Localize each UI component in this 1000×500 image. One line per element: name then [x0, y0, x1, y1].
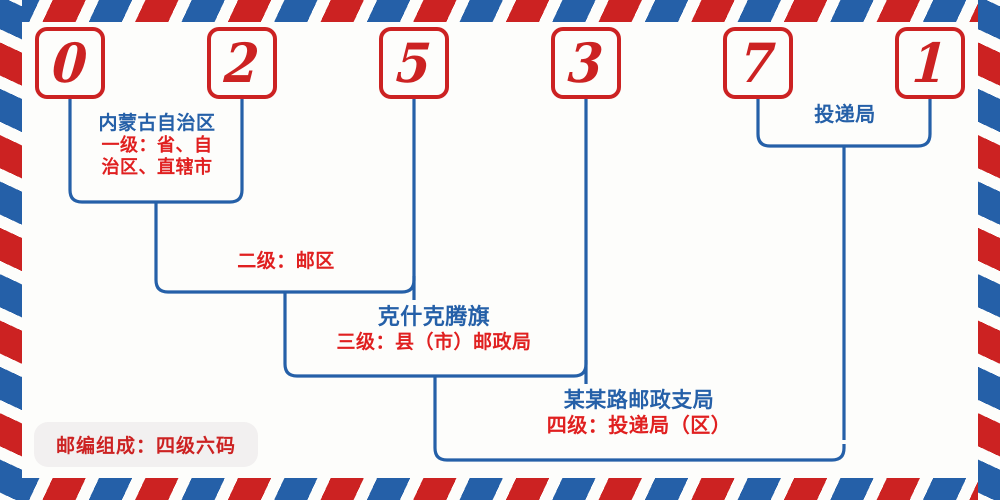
footer-summary-badge: 邮编组成：四级六码 [34, 422, 259, 467]
digit-box-1: 0 [35, 27, 105, 99]
bracket-level-2 [154, 276, 416, 294]
bracket-level-1 [68, 186, 244, 204]
level-3-name: 克什克腾旗 [377, 304, 491, 329]
digit-box-2: 2 [207, 27, 277, 99]
top-label-text: 投递局 [814, 104, 876, 126]
digit-box-6: 1 [895, 27, 965, 99]
level-4-desc: 四级：投递局（区） [546, 414, 732, 437]
top-label-delivery-office: 投递局 [760, 103, 930, 127]
digit-value-2: 2 [222, 31, 262, 95]
bracket-level-3 [283, 360, 588, 378]
digit-box-5: 7 [723, 27, 793, 99]
digit-value-3: 5 [394, 31, 434, 95]
level-2-group: 二级：邮区 [166, 250, 406, 273]
level-1-desc-line1: 一级：省、自 [101, 135, 213, 156]
level-4-name: 某某路邮政支局 [563, 389, 715, 412]
digit-value-5: 7 [738, 31, 778, 95]
level-3-desc: 三级：县（市）邮政局 [336, 331, 532, 353]
digit-box-4: 3 [551, 27, 621, 99]
level-1-desc-line2: 治区、直辖市 [101, 157, 213, 178]
level-1-name: 内蒙古自治区 [98, 113, 216, 134]
digit-value-4: 3 [566, 31, 606, 95]
bracket-level-4 [433, 444, 846, 462]
level-3-group: 克什克腾旗 三级：县（市）邮政局 [284, 304, 584, 354]
digit-value-6: 1 [910, 31, 950, 95]
level-1-group: 内蒙古自治区 一级：省、自 治区、直辖市 [78, 112, 236, 179]
level-4-group: 某某路邮政支局 四级：投递局（区） [444, 388, 834, 438]
digit-box-3: 5 [379, 27, 449, 99]
level-2-desc: 二级：邮区 [237, 251, 335, 272]
digit-value-1: 0 [50, 31, 90, 95]
